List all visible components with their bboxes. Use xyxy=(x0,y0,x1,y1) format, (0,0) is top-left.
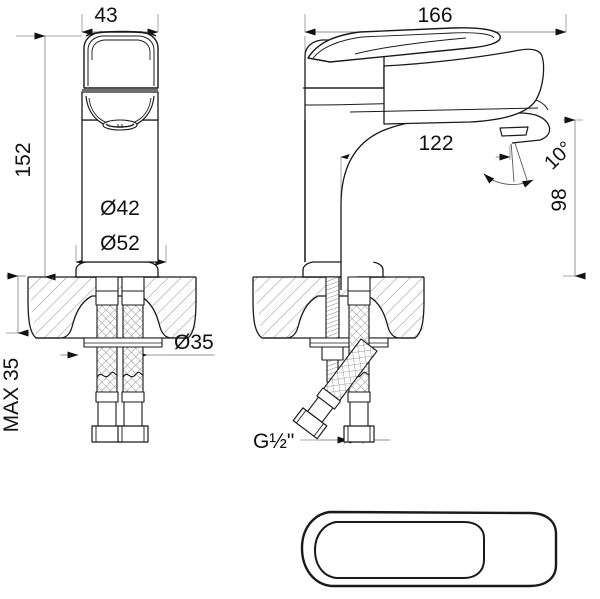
side-mounting-hardware xyxy=(292,276,389,443)
dim-label-166: 166 xyxy=(417,4,452,27)
dim-label-thread: G½" xyxy=(253,430,294,453)
front-hoses xyxy=(83,276,163,443)
dim-label-43: 43 xyxy=(94,4,117,27)
dim-label-122: 122 xyxy=(418,132,453,155)
front-view xyxy=(6,14,215,443)
side-faucet-body xyxy=(301,27,551,290)
dim-label-max35: MAX 35 xyxy=(0,358,23,433)
dim-label-152: 152 xyxy=(12,142,35,177)
lever-view xyxy=(300,510,558,588)
dim-label-dia52: Ø52 xyxy=(100,232,140,255)
dim-label-dia35: Ø35 xyxy=(174,331,214,354)
dim-label-98: 98 xyxy=(548,188,571,211)
front-faucet-body xyxy=(74,30,160,278)
side-view xyxy=(252,14,586,444)
dim-label-dia42: Ø42 xyxy=(100,197,140,220)
